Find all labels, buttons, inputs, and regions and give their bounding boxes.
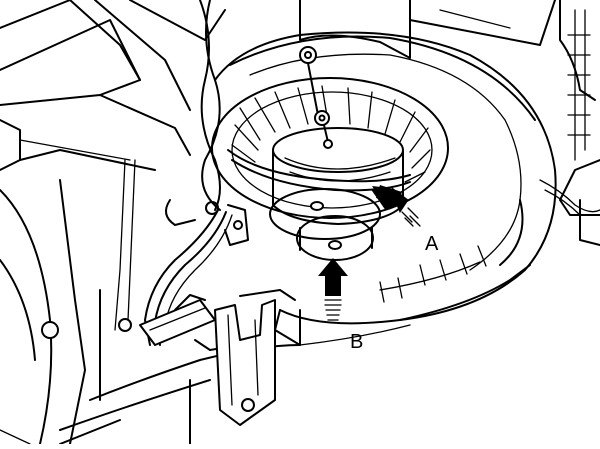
retaining-strap (227, 149, 411, 192)
hub-centre-bolt (328, 240, 342, 250)
lower-housing-lines (0, 324, 411, 445)
wire-bracket (165, 199, 249, 246)
blower-housing (214, 31, 557, 346)
motor-hub (269, 127, 404, 261)
upper-left-housing (0, 0, 226, 171)
electrical-connector (118, 294, 241, 351)
callout-a-label: A (425, 233, 439, 255)
arrow-a (370, 185, 421, 227)
arrow-b (318, 258, 348, 321)
top-housing (299, 0, 600, 216)
mounting-screws (299, 46, 333, 149)
lower-bracket (214, 289, 296, 426)
right-wiring (539, 179, 600, 246)
callout-b-label: B (350, 331, 363, 353)
wire-harness (144, 0, 233, 346)
